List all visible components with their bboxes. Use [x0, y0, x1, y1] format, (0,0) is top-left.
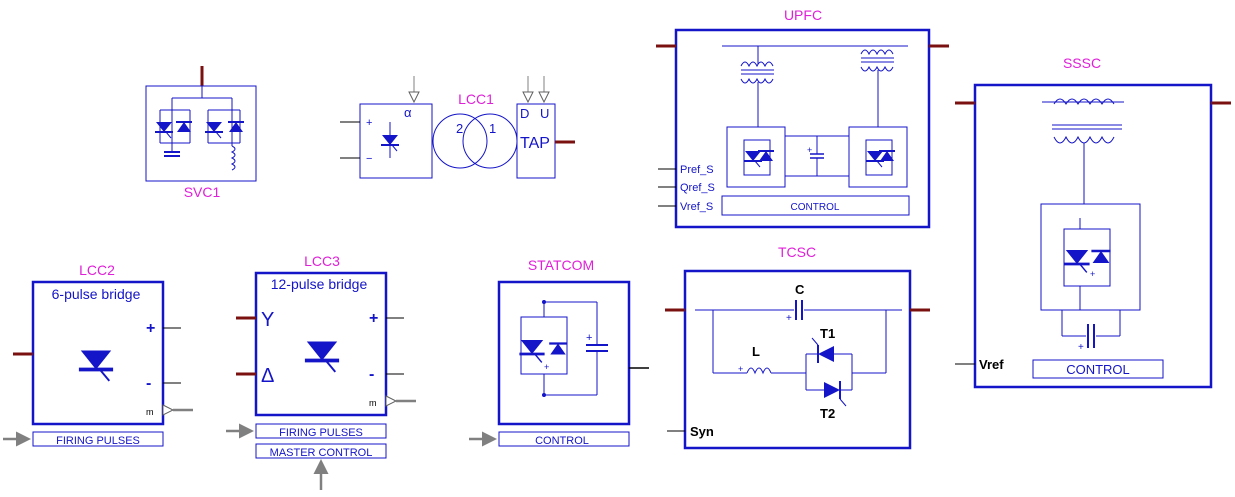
lcc2-block[interactable]: LCC2 6-pulse bridge + - m FIRING PULSES — [3, 262, 193, 447]
lcc1-alpha-input-arrow[interactable] — [408, 91, 420, 104]
svc1-title: SVC1 — [184, 184, 221, 200]
svc1-thyristor-icon — [154, 121, 174, 139]
statcom-cap-plus: + — [586, 332, 592, 344]
lcc1-block[interactable]: + − α 2 1 LCC1 D U TAP — [340, 76, 575, 179]
tcsc-inductor-icon — [746, 367, 772, 375]
sssc-control-label: CONTROL — [1066, 362, 1130, 377]
lcc3-y-label: Y — [261, 309, 274, 331]
statcom-thyristor-icon — [518, 338, 546, 364]
tcsc-t2-thyristor-icon — [824, 382, 840, 398]
tcsc-cap-plus: + — [786, 313, 792, 324]
upfc-shunt-transformer-icon — [740, 61, 774, 68]
upfc-control-label: CONTROL — [791, 202, 840, 213]
lcc3-block[interactable]: LCC3 12-pulse bridge Y Δ + - m FIRING PU… — [226, 253, 416, 490]
lcc1-minus: − — [366, 153, 372, 165]
upfc-cap-plus: + — [807, 145, 812, 155]
sssc-cap-plus: + — [1078, 342, 1084, 353]
sssc-vref-label[interactable]: Vref — [979, 357, 1004, 372]
sssc-block[interactable]: SSSC + + Vref CONTROL — [955, 55, 1231, 389]
tcsc-title: TCSC — [778, 244, 816, 260]
lcc3-subtitle: 12-pulse bridge — [271, 276, 368, 292]
lcc3-minus: - — [369, 366, 374, 383]
statcom-control-box[interactable] — [498, 431, 630, 447]
tcsc-t1-thyristor-icon — [818, 346, 834, 362]
sssc-transformer-icon — [1053, 98, 1115, 105]
lcc2-firing-label: FIRING PULSES — [56, 435, 140, 447]
statcom-control-label: CONTROL — [535, 435, 589, 447]
lcc2-thyristor-icon — [77, 348, 115, 383]
lcc1-tap-up-arrow[interactable] — [538, 91, 550, 104]
lcc2-plus: + — [146, 320, 155, 337]
tcsc-block[interactable]: TCSC + C + L T1 T2 Syn — [665, 244, 930, 450]
tcsc-l-label: L — [752, 344, 760, 359]
upfc-series-transformer-icon — [860, 49, 894, 56]
tcsc-syn-label[interactable]: Syn — [690, 424, 714, 439]
lcc1-tap-down-arrow[interactable] — [522, 91, 534, 104]
lcc1-plus: + — [366, 117, 372, 129]
sssc-thyristor-icon — [1063, 248, 1091, 274]
lcc2-m: m — [146, 407, 154, 417]
statcom-title: STATCOM — [528, 257, 594, 273]
lcc1-tap-d: D — [520, 106, 529, 121]
lcc2-title: LCC2 — [79, 262, 115, 278]
upfc-diode-icon-1 — [757, 150, 775, 162]
svc1-inductor-icon — [230, 145, 236, 171]
lcc1-winding-2-label: 2 — [456, 121, 463, 136]
lcc3-thyristor-icon — [302, 339, 342, 374]
lcc3-m: m — [369, 398, 377, 408]
lcc3-title: LCC3 — [304, 253, 340, 269]
lcc3-delta-label: Δ — [261, 365, 274, 387]
upfc-block[interactable]: UPFC + Pref_S Qref_S Vre — [656, 7, 949, 229]
lcc1-tap-u: U — [540, 106, 549, 121]
tcsc-t2-label: T2 — [820, 406, 835, 421]
lcc1-winding-2-icon — [432, 113, 488, 169]
lcc1-alpha: α — [404, 105, 412, 120]
tcsc-t1-label: T1 — [820, 326, 835, 341]
svc1-block[interactable]: SVC1 — [145, 66, 257, 200]
sssc-control-box[interactable] — [1032, 359, 1164, 379]
statcom-diode-icon — [548, 342, 568, 356]
lcc2-subtitle: 6-pulse bridge — [52, 286, 141, 302]
lcc3-master-box[interactable] — [255, 443, 387, 459]
tcsc-l-plus: + — [738, 364, 743, 374]
sssc-title: SSSC — [1063, 55, 1101, 71]
statcom-plus: + — [544, 362, 549, 372]
lcc3-master-label: MASTER CONTROL — [270, 447, 373, 459]
upfc-input-qref[interactable]: Qref_S — [680, 182, 715, 194]
lcc2-minus: - — [146, 375, 151, 392]
lcc1-winding-1-label: 1 — [489, 121, 496, 136]
upfc-input-vref[interactable]: Vref_S — [680, 201, 713, 213]
lcc2-firing-box[interactable] — [32, 431, 164, 447]
sssc-diode-icon — [1090, 249, 1112, 265]
upfc-thyristor-icon-2 — [865, 150, 885, 168]
lcc1-title: LCC1 — [458, 91, 494, 107]
upfc-control-box[interactable] — [721, 195, 910, 216]
lcc3-firing-box[interactable] — [255, 423, 387, 439]
upfc-thyristor-icon-1 — [743, 150, 763, 168]
svc1-diode-icon-2 — [227, 121, 245, 133]
upfc-input-pref[interactable]: Pref_S — [680, 164, 714, 176]
lcc1-tap-label: TAP — [520, 135, 550, 152]
sssc-plus: + — [1090, 269, 1095, 279]
lcc3-firing-label: FIRING PULSES — [279, 427, 363, 439]
lcc3-plus: + — [369, 310, 378, 327]
tcsc-c-label: C — [795, 282, 805, 297]
upfc-title: UPFC — [784, 7, 822, 23]
statcom-block[interactable]: STATCOM + + CONTROL — [469, 257, 649, 447]
